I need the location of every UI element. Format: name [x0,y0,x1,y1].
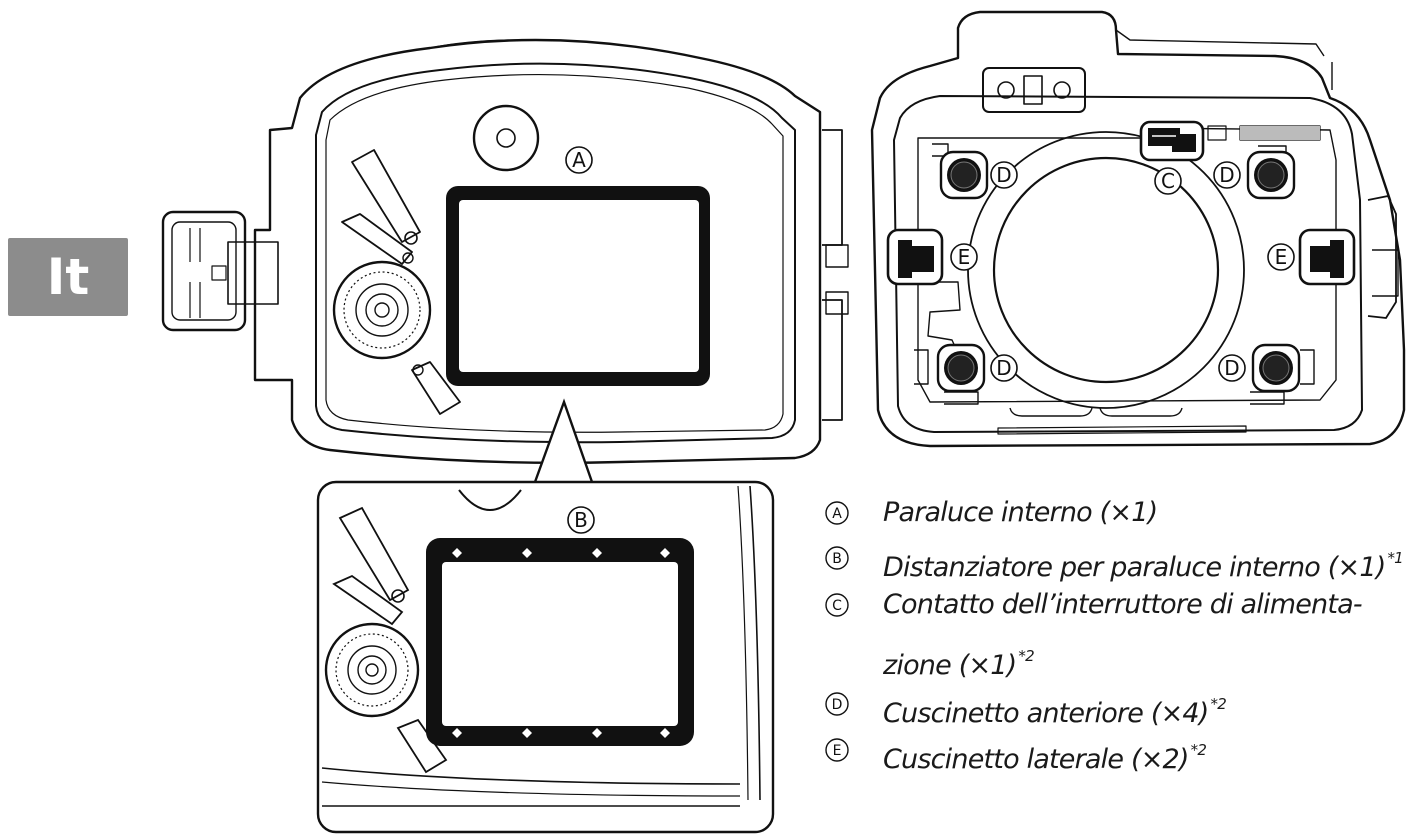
legend-letter-badge: D [825,692,849,716]
legend-text: Cuscinetto laterale (×2)*2 [883,741,1207,775]
svg-text:D: D [832,697,843,713]
side-pad [1298,228,1356,286]
lcd-window [446,186,710,386]
svg-text:E: E [1275,245,1288,269]
legend-text: zione (×1)*2 [883,647,1035,681]
svg-text:D: D [996,163,1011,187]
svg-text:D: D [1219,163,1234,187]
front-pad [936,343,986,393]
callout-e: E [950,243,978,271]
svg-text:B: B [832,551,842,567]
callout-d: D [990,161,1018,189]
svg-text:C: C [832,598,842,614]
front-pad [1246,150,1296,200]
svg-text:E: E [833,743,842,759]
legend-text: Cuscinetto anteriore (×4)*2 [883,695,1227,729]
front-pad [1251,343,1301,393]
svg-text:C: C [1161,169,1175,193]
legend-text: Contatto dell’interruttore di alimenta- [883,589,1363,620]
svg-text:A: A [572,148,586,172]
callout-b: B [567,506,595,534]
legend-letter-badge: A [825,501,849,525]
svg-text:D: D [1224,356,1239,380]
side-pad [886,228,944,286]
svg-text:D: D [996,356,1011,380]
power-switch-contact [1139,120,1205,162]
callout-d: D [1218,354,1246,382]
svg-text:A: A [832,506,842,522]
svg-text:B: B [574,508,588,532]
language-tab: It [8,238,128,316]
front-pad [939,150,989,200]
zoom-pointer [533,398,594,483]
callout-d: D [990,354,1018,382]
callout-a: A [565,146,593,174]
legend-text: Paraluce interno (×1) [883,497,1158,528]
callout-d: D [1213,161,1241,189]
spacer-frame [426,538,694,746]
legend-letter-badge: B [825,546,849,570]
callout-c: C [1154,167,1182,195]
legend-text: Distanziatore per paraluce interno (×1)*… [883,549,1404,583]
legend-letter-badge: E [825,738,849,762]
legend-letter-badge: C [825,593,849,617]
svg-text:E: E [958,245,971,269]
callout-e: E [1267,243,1295,271]
rear-door [161,38,849,464]
